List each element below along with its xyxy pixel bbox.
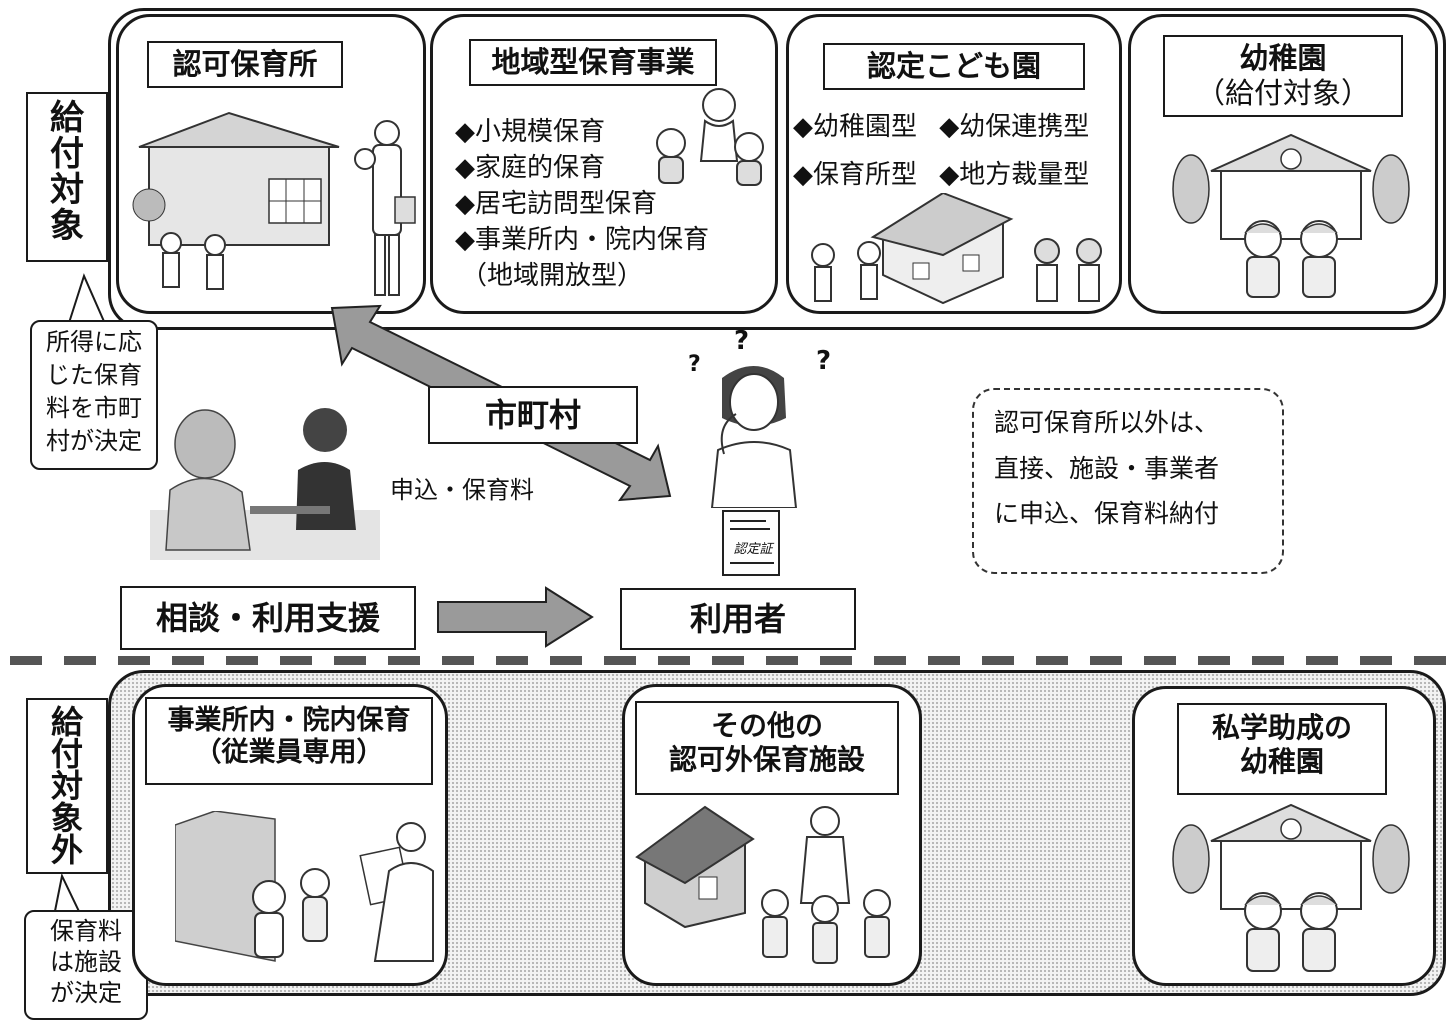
- panel-title-regional-childcare: 地域型保育事業: [469, 39, 717, 86]
- panel-private-kindergarten: 私学助成の 幼稚園: [1132, 686, 1436, 986]
- question-mark: ?: [816, 346, 832, 376]
- question-mark: ?: [688, 352, 701, 377]
- consultation-support-label: 相談・利用支援: [120, 586, 416, 650]
- application-label: 申込・保育料: [390, 476, 534, 504]
- upper-side-note: 所得に応 じた保育 料を市町 村が決定: [30, 320, 158, 470]
- municipality-label: 市町村: [428, 386, 638, 444]
- certified-center-types: ◆幼稚園型 ◆幼保連携型 ◆保育所型 ◆地方裁量型: [793, 103, 1123, 199]
- list-item: ◆保育所型: [793, 160, 917, 191]
- direct-application-note: 認可保育所以外は、 直接、施設・事業者 に申込、保育料納付: [972, 388, 1284, 574]
- list-item: ◆幼保連携型: [939, 112, 1090, 142]
- office-building-icon: [175, 811, 434, 962]
- panel-title-unlicensed-facility: その他の 認可外保育施設: [635, 701, 899, 795]
- person-icon: [150, 408, 380, 560]
- list-item: ◆地方裁量型: [939, 160, 1090, 191]
- panel-title-certified-center: 認定こども園: [823, 43, 1085, 90]
- list-item: ◆幼稚園型: [793, 112, 917, 142]
- question-mark: ?: [734, 326, 750, 356]
- panel-kindergarten: 幼稚園 （給付対象）: [1128, 14, 1438, 314]
- house-icon: [635, 805, 891, 964]
- lower-side-note: 保育料 は施設 が決定: [24, 910, 148, 1020]
- list-item: ◆居宅訪問型保育: [455, 188, 657, 219]
- right-arrow-icon: [437, 586, 594, 648]
- list-item: ◆事業所内・院内保育: [455, 224, 709, 255]
- panel-workplace-nursery: 事業所内・院内保育 （従業員専用）: [132, 684, 448, 986]
- list-item: ◆小規模保育: [455, 117, 605, 147]
- lower-side-label: 給付対象外: [26, 698, 108, 874]
- nursery-building-icon: [132, 111, 416, 296]
- panel-title-private-kindergarten: 私学助成の 幼稚園: [1177, 703, 1387, 795]
- panel-certified-center: 認定こども園 ◆幼稚園型 ◆幼保連携型 ◆保育所型 ◆地方裁量型: [786, 14, 1122, 314]
- list-item: （地域開放型）: [461, 260, 644, 291]
- house-icon: [811, 193, 1102, 305]
- panel-title-workplace-nursery: 事業所内・院内保育 （従業員専用）: [145, 697, 433, 785]
- certificate-label: 認定証: [733, 542, 773, 557]
- kindergarten-icon: [1172, 803, 1410, 972]
- certificate-icon: 認定証: [722, 510, 780, 576]
- section-divider: [10, 656, 1450, 665]
- panel-regional-childcare: 地域型保育事業 ◆小規模保育 ◆家庭的保育 ◆居宅訪問型保育 ◆事業所内・院内保…: [430, 14, 778, 314]
- regional-childcare-list: ◆小規模保育 ◆家庭的保育 ◆居宅訪問型保育 ◆事業所内・院内保育 （地域開放型…: [455, 115, 775, 294]
- panel-title-licensed-nursery: 認可保育所: [147, 41, 343, 88]
- user-label: 利用者: [620, 588, 856, 650]
- upper-section-frame: [108, 8, 1446, 330]
- person-icon: [710, 366, 798, 508]
- panel-licensed-nursery: 認可保育所: [116, 14, 426, 314]
- panel-unlicensed-facility: その他の 認可外保育施設: [622, 684, 922, 986]
- upper-side-label: 給付対象: [26, 92, 108, 262]
- children-icon: [656, 88, 764, 186]
- list-item: ◆家庭的保育: [455, 152, 605, 183]
- kindergarten-icon: [1172, 133, 1410, 298]
- panel-title-kindergarten: 幼稚園 （給付対象）: [1163, 35, 1403, 117]
